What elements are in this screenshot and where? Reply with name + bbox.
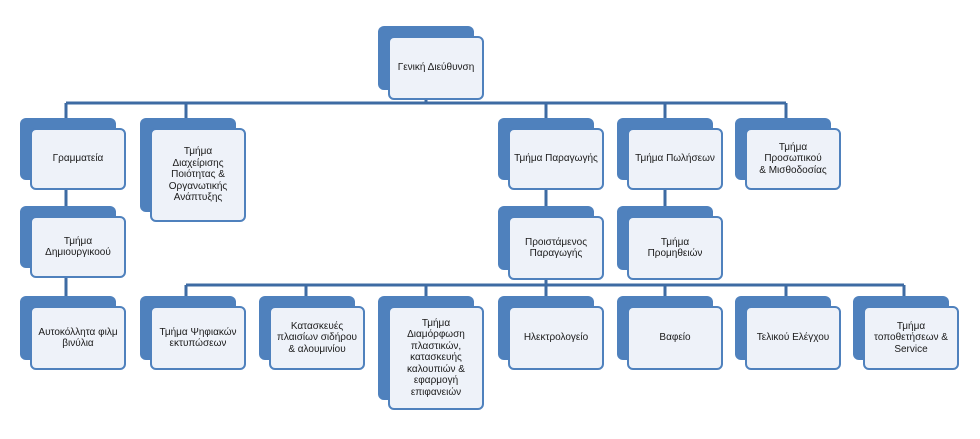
org-node-card: Τμήμα Προσωπικού & Μισθοδοσίας bbox=[745, 128, 841, 190]
org-node-quality-management: Τμήμα Διαχείρισης Ποιότητας & Οργανωτική… bbox=[140, 118, 246, 222]
org-node-procurement-department: Τμήμα Προμηθειών bbox=[617, 206, 723, 280]
org-node-sales-department: Τμήμα Πωλήσεων bbox=[617, 118, 723, 190]
org-node-label: Προιστάμενος Παραγωγής bbox=[524, 236, 588, 260]
org-node-label: Τμήμα Δημιουργικοού bbox=[45, 235, 111, 259]
org-node-card: Τμήμα Πωλήσεων bbox=[627, 128, 723, 190]
org-node-card: Τμήμα τοποθετήσεων & Service bbox=[863, 306, 959, 370]
org-node-label: Τμήμα Παραγωγής bbox=[514, 153, 598, 165]
org-node-general-management: Γενική Διεύθυνση bbox=[378, 26, 484, 100]
org-node-label: Τμήμα Διαμόρφωση πλαστικών, κατασκευής κ… bbox=[407, 317, 465, 398]
org-node-electrical-shop: Ηλεκτρολογείο bbox=[498, 296, 604, 370]
org-node-card: Τμήμα Προμηθειών bbox=[627, 216, 723, 280]
org-node-label: Τμήμα Προσωπικού & Μισθοδοσίας bbox=[759, 141, 827, 176]
org-node-label: Γενική Διεύθυνση bbox=[397, 62, 475, 74]
org-node-card: Τμήμα Ψηφιακών εκτυπώσεων bbox=[150, 306, 246, 370]
org-node-label: Τμήμα τοποθετήσεων & Service bbox=[874, 320, 948, 355]
org-node-digital-printing: Τμήμα Ψηφιακών εκτυπώσεων bbox=[140, 296, 246, 370]
org-node-label: Ηλεκτρολογείο bbox=[523, 332, 589, 344]
org-node-card: Κατασκευές πλαισίων σιδήρου & αλουμινίου bbox=[269, 306, 365, 370]
org-node-production-department: Τμήμα Παραγωγής bbox=[498, 118, 604, 190]
org-node-label: Τελικού Ελέγχου bbox=[756, 332, 830, 344]
org-node-paint-shop: Βαφείο bbox=[617, 296, 723, 370]
org-node-card: Γενική Διεύθυνση bbox=[388, 36, 484, 100]
org-node-card: Βαφείο bbox=[627, 306, 723, 370]
org-node-label: Τμήμα Διαχείρισης Ποιότητας & Οργανωτική… bbox=[168, 146, 228, 204]
org-node-label: Αυτοκόλλητα φιλμ βινύλια bbox=[38, 326, 118, 350]
org-node-card: Γραμματεία bbox=[30, 128, 126, 190]
org-node-card: Προιστάμενος Παραγωγής bbox=[508, 216, 604, 280]
org-node-frame-construction: Κατασκευές πλαισίων σιδήρου & αλουμινίου bbox=[259, 296, 365, 370]
org-node-production-manager: Προιστάμενος Παραγωγής bbox=[498, 206, 604, 280]
org-node-card: Τμήμα Διαμόρφωση πλαστικών, κατασκευής κ… bbox=[388, 306, 484, 410]
org-node-card: Τελικού Ελέγχου bbox=[745, 306, 841, 370]
org-node-label: Τμήμα Προμηθειών bbox=[647, 236, 703, 260]
org-node-card: Ηλεκτρολογείο bbox=[508, 306, 604, 370]
org-node-label: Τμήμα Ψηφιακών εκτυπώσεων bbox=[159, 326, 237, 350]
org-node-label: Βαφείο bbox=[659, 332, 691, 344]
org-node-card: Αυτοκόλλητα φιλμ βινύλια bbox=[30, 306, 126, 370]
org-node-plastics-molding: Τμήμα Διαμόρφωση πλαστικών, κατασκευής κ… bbox=[378, 296, 484, 410]
org-node-creative-department: Τμήμα Δημιουργικοού bbox=[20, 206, 126, 278]
org-node-card: Τμήμα Παραγωγής bbox=[508, 128, 604, 190]
org-node-label: Γραμματεία bbox=[52, 153, 104, 165]
org-node-label: Κατασκευές πλαισίων σιδήρου & αλουμινίου bbox=[277, 320, 357, 355]
org-node-installation-service: Τμήμα τοποθετήσεων & Service bbox=[853, 296, 959, 370]
org-node-label: Τμήμα Πωλήσεων bbox=[635, 153, 715, 165]
org-node-card: Τμήμα Διαχείρισης Ποιότητας & Οργανωτική… bbox=[150, 128, 246, 222]
org-node-self-adhesive-vinyl: Αυτοκόλλητα φιλμ βινύλια bbox=[20, 296, 126, 370]
org-node-secretariat: Γραμματεία bbox=[20, 118, 126, 190]
org-node-hr-payroll: Τμήμα Προσωπικού & Μισθοδοσίας bbox=[735, 118, 841, 190]
org-node-card: Τμήμα Δημιουργικοού bbox=[30, 216, 126, 278]
org-node-final-inspection: Τελικού Ελέγχου bbox=[735, 296, 841, 370]
